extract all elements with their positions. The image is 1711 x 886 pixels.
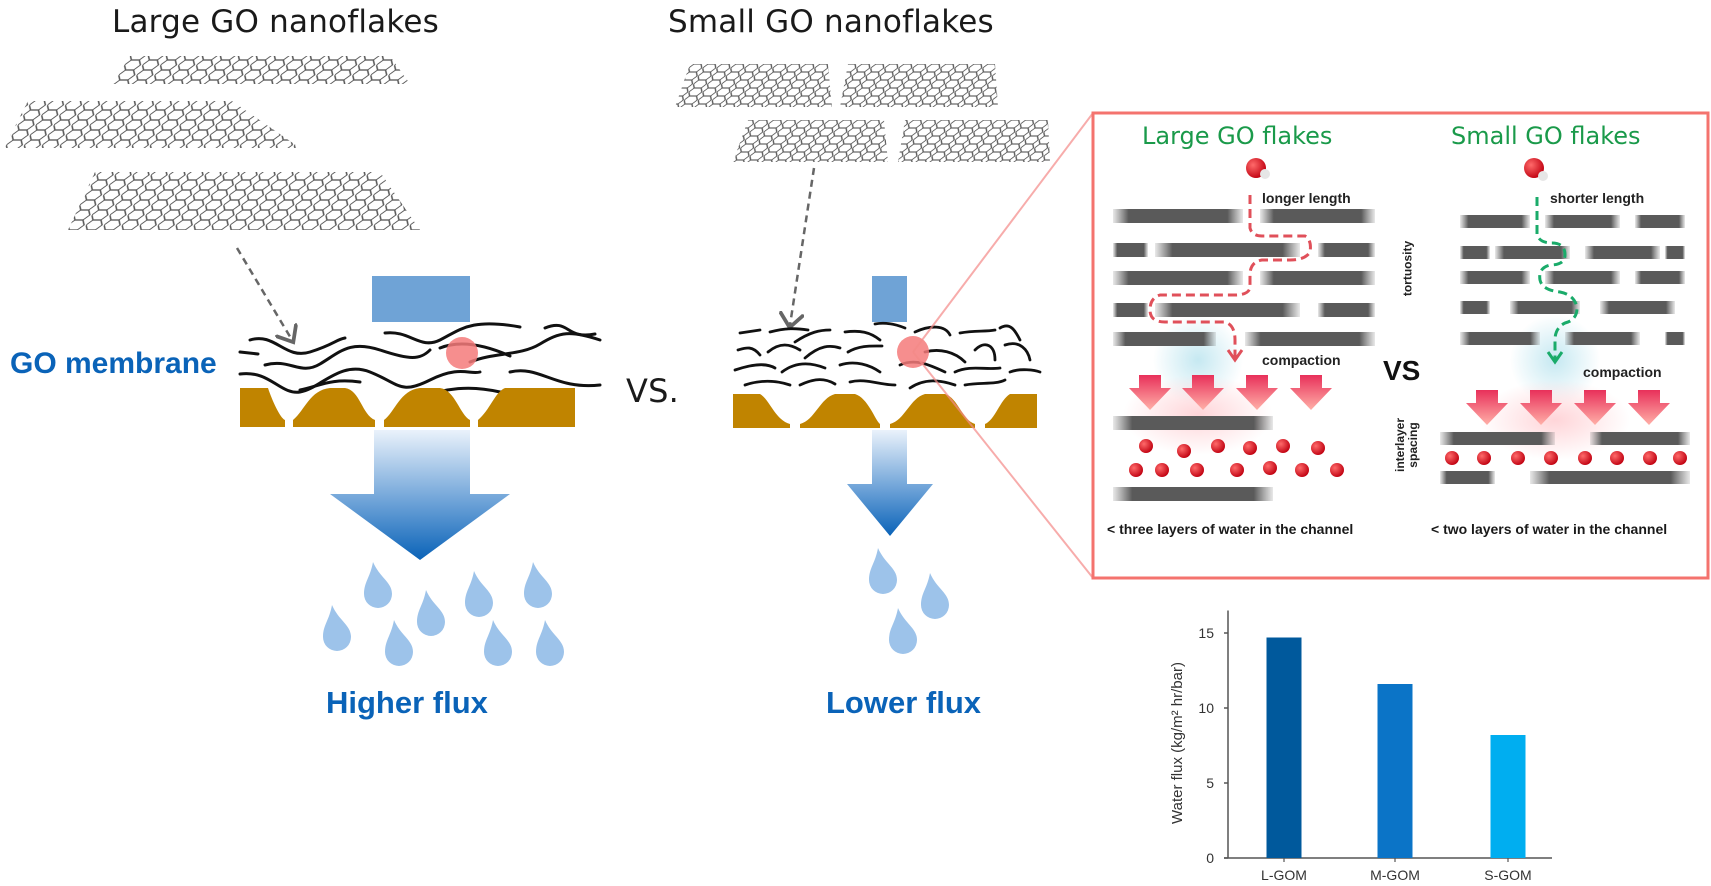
y-tick-label: 15 — [1198, 625, 1214, 641]
graphene-sheet — [112, 56, 410, 84]
water-molecules-right — [1445, 451, 1687, 465]
water-drop — [323, 605, 351, 651]
graphene-sheet — [68, 172, 420, 230]
compaction-arrow — [1520, 390, 1562, 425]
small-graphene-sheets — [675, 64, 1050, 162]
porous-support — [733, 394, 1037, 428]
water-drop — [364, 562, 392, 608]
water-drop — [484, 620, 512, 666]
water-drop — [921, 573, 949, 619]
graphene-sheet — [4, 101, 300, 148]
compaction-arrows-left — [1129, 375, 1332, 410]
three-layers-caption: < three layers of water in the channel — [1107, 521, 1354, 537]
interlayer-label-line2: spacing — [1406, 422, 1420, 468]
graphene-sheet — [675, 64, 832, 107]
compaction-arrow — [1628, 390, 1670, 425]
deposit-arrow — [235, 247, 292, 340]
zoom-connector-line — [912, 112, 1094, 353]
go-membrane-label: GO membrane — [10, 347, 217, 380]
compaction-arrows-right — [1466, 390, 1670, 425]
lower-flux-arrow — [847, 430, 933, 536]
water-molecule-icon — [1524, 158, 1548, 181]
large-flakes-title: Large GO nanoflakes — [112, 4, 439, 40]
water-drop — [536, 620, 564, 666]
water-drop — [417, 590, 445, 636]
graphene-sheet — [898, 120, 1050, 162]
y-tick-label: 10 — [1198, 700, 1214, 716]
longer-length-label: longer length — [1262, 190, 1351, 206]
large-flake-stack — [1113, 209, 1375, 501]
tortuosity-label: tortuosity — [1400, 240, 1415, 297]
compaction-arrow — [1466, 390, 1508, 425]
water-drop — [869, 548, 897, 594]
water-molecule-icon — [1246, 158, 1270, 179]
compaction-arrow — [1129, 375, 1171, 410]
tortuous-path-long — [1148, 195, 1312, 358]
inset-small-title: Small GO flakes — [1451, 122, 1641, 150]
inset-vs-label: VS — [1383, 355, 1421, 386]
water-drop — [524, 562, 552, 608]
water-drops-low — [869, 548, 949, 654]
large-graphene-sheets — [4, 56, 420, 230]
bar-s-gom — [1490, 735, 1526, 858]
zoom-connector-line — [912, 351, 1094, 579]
compaction-arrow — [1182, 375, 1224, 410]
small-go-layers — [733, 321, 1042, 390]
vs-label: VS. — [626, 372, 679, 410]
water-drops-high — [323, 562, 564, 666]
compaction-arrow — [1574, 390, 1616, 425]
higher-flux-label: Higher flux — [326, 685, 488, 720]
water-drop — [889, 608, 917, 654]
x-tick-label: M-GOM — [1370, 867, 1420, 883]
tortuous-path-short — [1535, 197, 1579, 360]
compaction-arrow — [1290, 375, 1332, 410]
bar-l-gom — [1266, 637, 1302, 858]
compaction-arrow — [1236, 375, 1278, 410]
pressure-block — [872, 276, 907, 322]
graphene-sheet — [840, 64, 998, 107]
water-drop — [385, 620, 413, 666]
two-layers-caption: < two layers of water in the channel — [1431, 521, 1668, 537]
porous-support — [240, 388, 575, 427]
lower-flux-label: Lower flux — [826, 685, 982, 720]
x-tick-label: S-GOM — [1484, 867, 1531, 883]
pressure-block — [372, 276, 470, 322]
water-flux-chart: 0 5 10 15L-GOM M-GOM S-GOM Water flux (kg/m² h… — [1169, 610, 1552, 883]
shorter-length-label: shorter length — [1550, 190, 1645, 206]
graphene-sheet — [733, 120, 888, 162]
bar-m-gom — [1377, 684, 1413, 858]
interlayer-spacing-label: interlayer spacing — [1393, 400, 1420, 490]
water-drop — [465, 571, 493, 617]
y-axis-label: Water flux (kg/m² hr/bar) — [1169, 662, 1186, 824]
higher-flux-arrow — [330, 430, 510, 560]
y-tick-label: 5 — [1206, 775, 1214, 791]
highlight-spot — [446, 337, 478, 369]
small-flake-stack — [1440, 215, 1690, 484]
compaction-label-left: compaction — [1262, 352, 1341, 368]
inset-large-title: Large GO flakes — [1142, 122, 1333, 150]
compaction-label-right: compaction — [1583, 364, 1662, 380]
small-flakes-title: Small GO nanoflakes — [668, 4, 994, 40]
water-molecules-left — [1129, 439, 1344, 477]
y-tick-label: 0 — [1206, 850, 1214, 866]
x-tick-label: L-GOM — [1261, 867, 1307, 883]
deposit-arrow — [790, 167, 816, 325]
